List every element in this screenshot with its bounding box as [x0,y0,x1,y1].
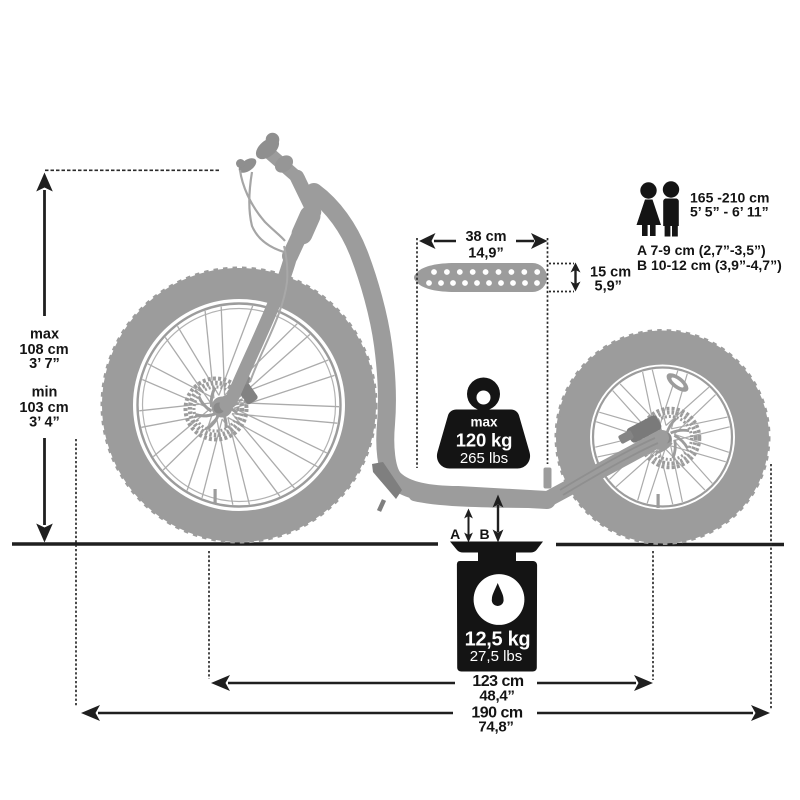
svg-text:A: A [450,526,460,542]
svg-text:A 7-9 cm (2,7”-3,5”): A 7-9 cm (2,7”-3,5”) [637,242,766,258]
svg-text:14,9”: 14,9” [468,246,503,262]
svg-text:123 cm: 123 cm [472,673,524,690]
svg-text:48,4”: 48,4” [479,688,514,705]
svg-text:27,5 lbs: 27,5 lbs [470,648,523,665]
svg-text:max: max [470,415,498,430]
svg-text:265 lbs: 265 lbs [460,450,508,467]
svg-text:5,9”: 5,9” [595,279,622,295]
svg-text:5’ 5” - 6’ 11”: 5’ 5” - 6’ 11” [690,204,769,220]
svg-text:3’ 4”: 3’ 4” [29,415,60,431]
svg-text:B 10-12 cm (3,9”-4,7”): B 10-12 cm (3,9”-4,7”) [637,257,782,273]
svg-text:74,8”: 74,8” [478,719,513,736]
svg-text:38 cm: 38 cm [465,229,506,245]
svg-text:B: B [479,526,489,542]
svg-text:min: min [32,385,58,401]
svg-text:12,5 kg: 12,5 kg [465,629,531,651]
svg-text:190 cm: 190 cm [471,705,523,722]
svg-text:max: max [30,327,59,343]
svg-text:108 cm: 108 cm [19,342,68,358]
svg-text:15 cm: 15 cm [590,265,631,281]
svg-text:103 cm: 103 cm [19,400,68,416]
svg-text:165 -210 cm: 165 -210 cm [690,190,769,206]
svg-text:3’ 7”: 3’ 7” [29,356,60,372]
svg-text:120 kg: 120 kg [456,430,512,451]
